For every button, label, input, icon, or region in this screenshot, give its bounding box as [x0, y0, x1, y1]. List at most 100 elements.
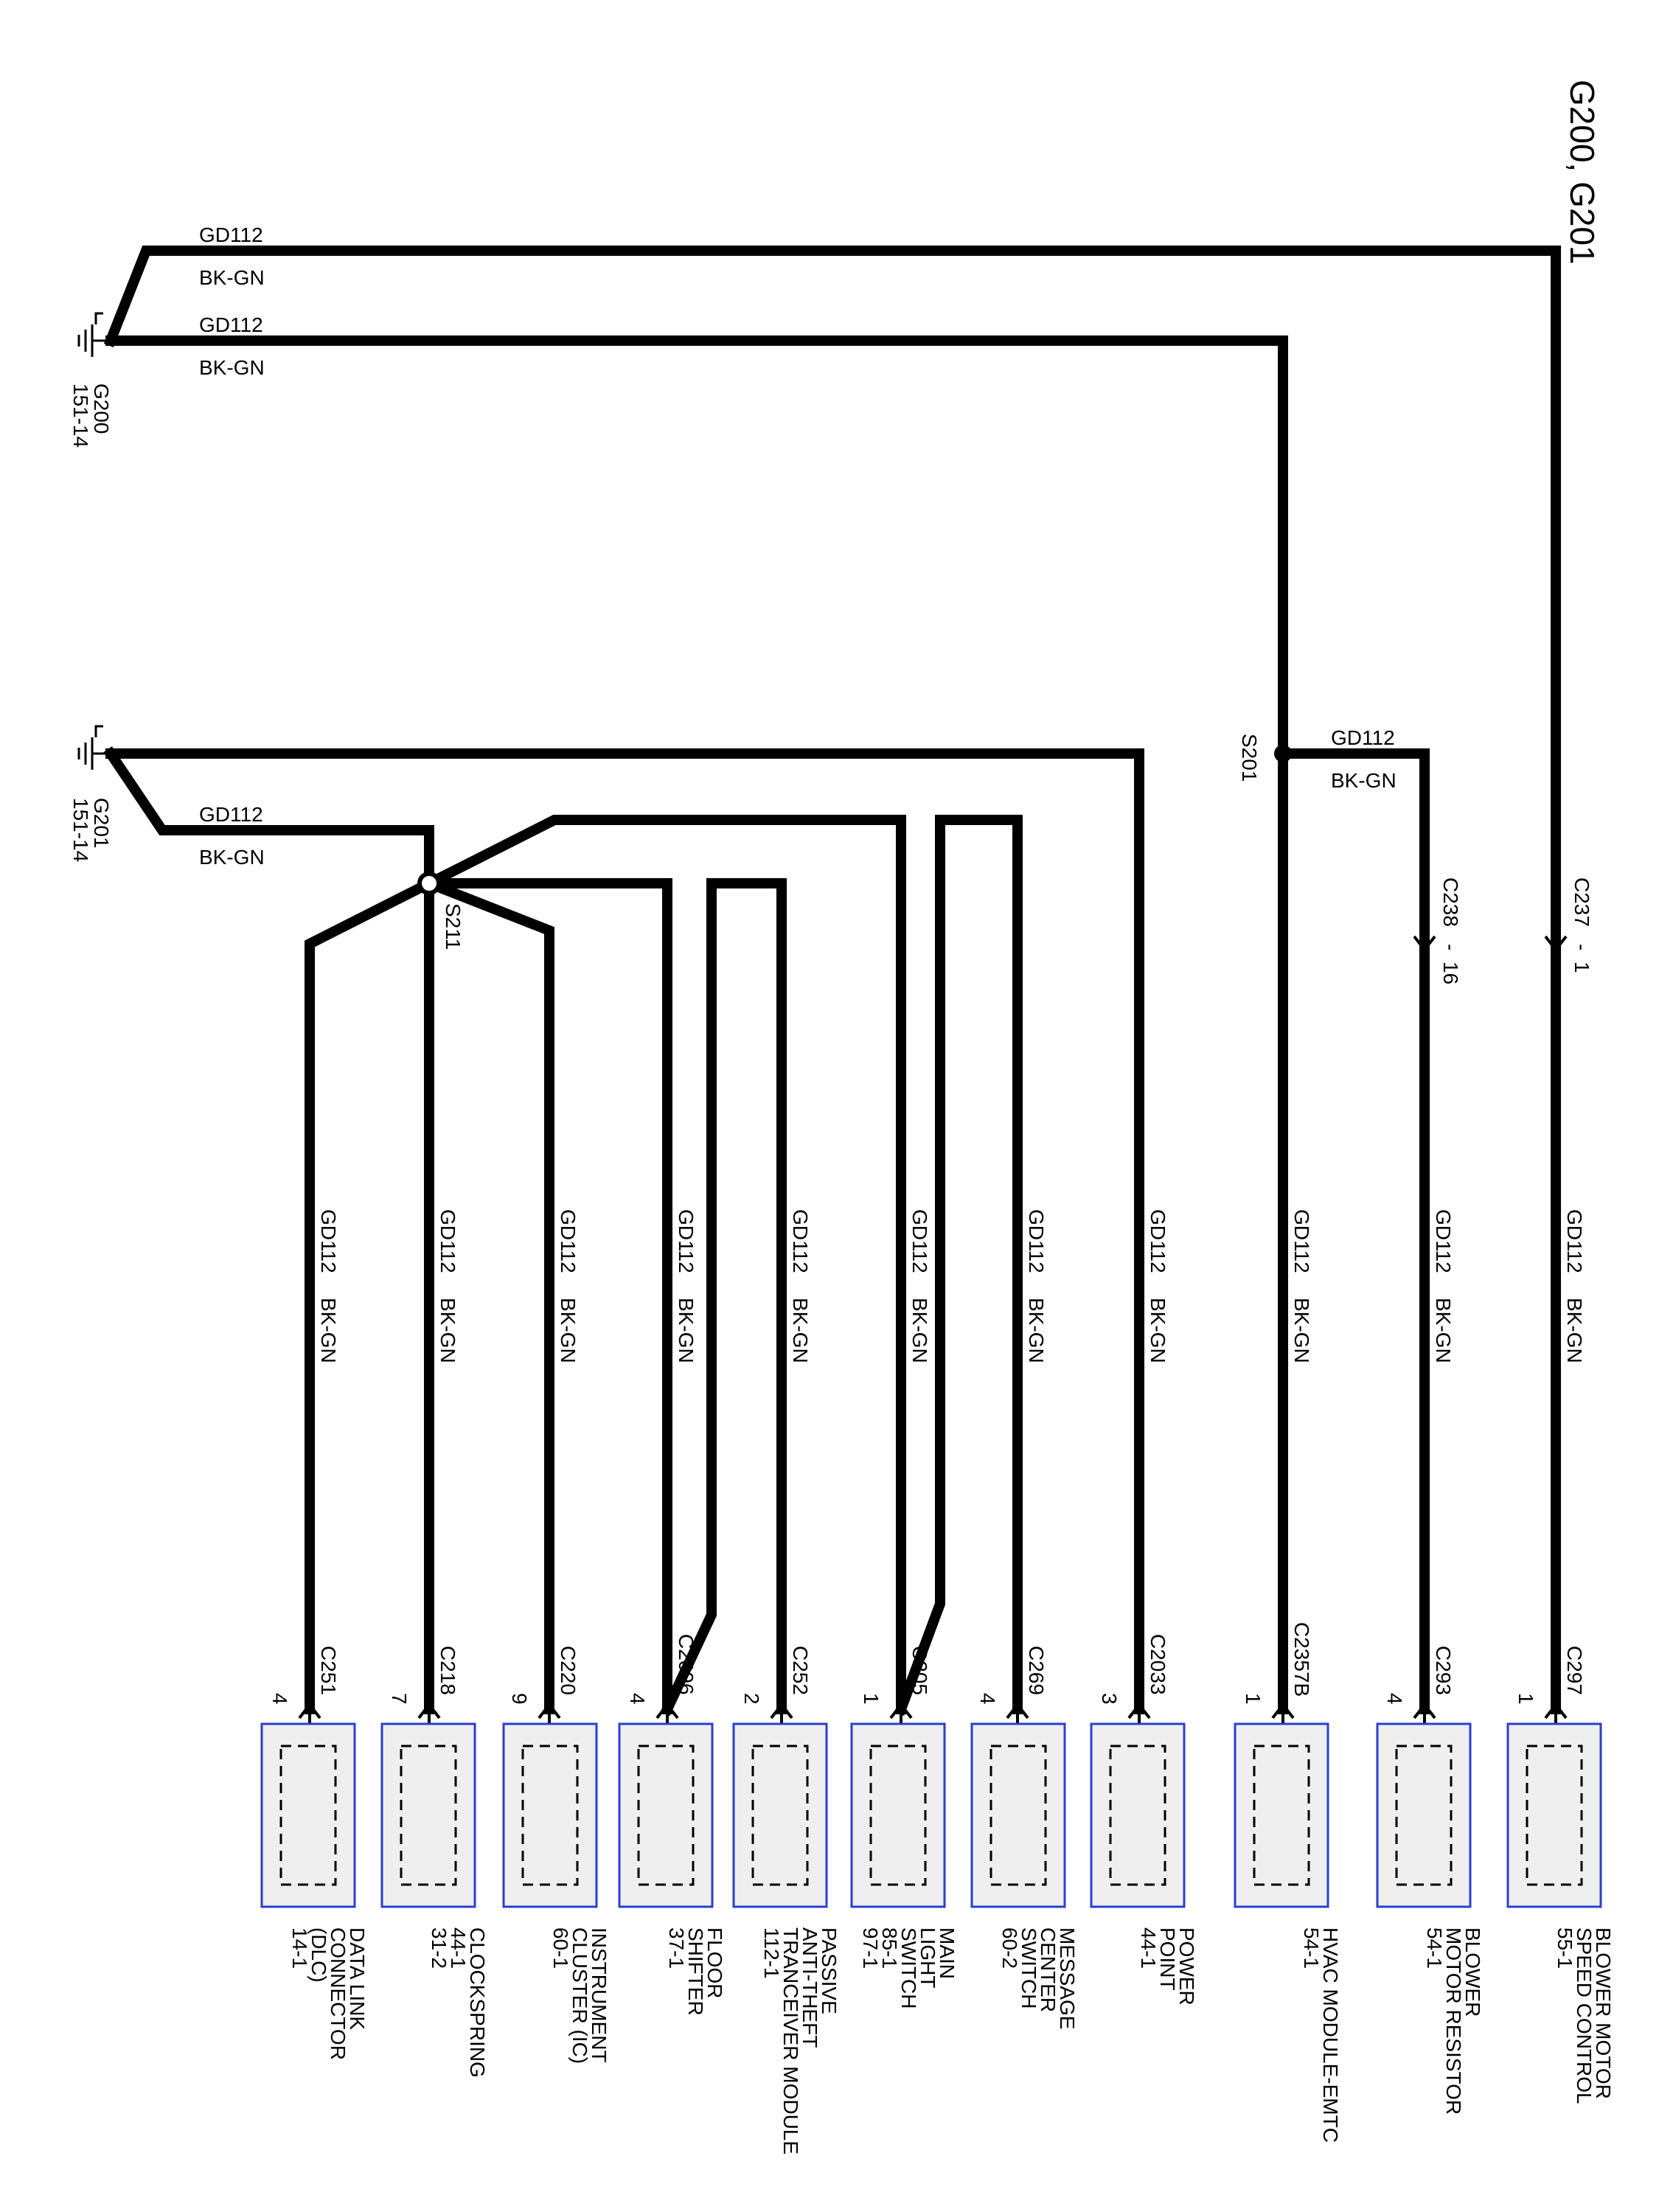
component-label-line: 14-1 — [288, 1927, 311, 1969]
connector-arrow-icon — [1271, 1702, 1295, 1719]
component-box — [850, 1722, 946, 1908]
wire-label-color: BK-GN — [1290, 1298, 1313, 1363]
inline-connector-c238-dash: - — [1439, 944, 1462, 950]
component-label-line: PASSIVE — [818, 1927, 841, 2014]
component-label-line: 31-2 — [428, 1927, 451, 1969]
component-label-line: 85-1 — [878, 1927, 901, 1969]
component-box-inner — [869, 1745, 927, 1886]
wire-label-circuit: GD112 — [557, 1209, 580, 1273]
component-label-line: MESSAGE — [1056, 1927, 1079, 2029]
connector-arrow-icon — [655, 1702, 679, 1719]
component-box-inner — [279, 1745, 337, 1886]
component-label-line: 60-2 — [998, 1927, 1021, 1969]
wire-label-color: BK-GN — [199, 266, 265, 289]
component-box-inner — [751, 1745, 809, 1886]
inline-connector-c237-id: C237 — [1571, 877, 1593, 927]
connector-arrow-icon — [770, 1702, 793, 1719]
wire-s211-c220 — [422, 876, 554, 1714]
wire-label-color: BK-GN — [1025, 1298, 1048, 1363]
component-label-line: LIGHT — [917, 1927, 939, 1988]
inline-connector-c238-pin: 16 — [1439, 961, 1462, 984]
connector-pin-number: 4 — [976, 1693, 999, 1705]
wire-c2096-c252 — [660, 878, 787, 1717]
wire-label-color: BK-GN — [1331, 769, 1397, 792]
component-label-line: FLOOR — [703, 1927, 726, 1998]
component-label-line: 55-1 — [1554, 1927, 1576, 1969]
wire-s211-c205 — [422, 815, 906, 1714]
component-box-inner — [1395, 1745, 1453, 1886]
inline-connector-c237: C237 - 1 — [1544, 877, 1593, 973]
component-box-inner — [400, 1745, 457, 1886]
wire-label-circuit: GD112 — [1290, 1209, 1313, 1273]
component-label-line: INSTRUMENT — [588, 1927, 611, 2063]
component-label-line: POWER — [1175, 1927, 1198, 2006]
component-label-line: 112-1 — [760, 1927, 783, 1979]
connector-arrow-icon — [1006, 1702, 1029, 1719]
connector-arrow-icon — [1127, 1702, 1151, 1719]
connector-id: C2357B — [1290, 1622, 1313, 1697]
wire-label-circuit: GD112 — [1432, 1209, 1455, 1273]
component-label-line: CENTER — [1037, 1927, 1060, 2012]
ground-g200-ref: 151-14 — [69, 383, 92, 448]
component-box-inner — [637, 1745, 695, 1886]
wire-s211-c2096-a — [424, 878, 672, 1714]
wire-label-circuit: GD112 — [199, 313, 263, 336]
connector-id: C2033 — [1147, 1634, 1169, 1695]
ground-g200-id: G200 — [90, 383, 113, 434]
wire-label-circuit: GD112 — [675, 1209, 698, 1273]
component-label-line: ANTI-THEFT — [799, 1927, 821, 2048]
wires — [103, 246, 1561, 1717]
component-label-line: TRANCEIVER MODULE — [779, 1927, 802, 2154]
wire-label-circuit: GD112 — [1025, 1209, 1048, 1273]
component-label-line: CONNECTOR — [327, 1927, 349, 2060]
component-label-line: 54-1 — [1300, 1927, 1323, 1969]
component-label-line: SWITCH — [897, 1927, 920, 2008]
diagram-title: G200, G201 — [1563, 80, 1601, 265]
component-box-inner — [1526, 1745, 1583, 1886]
connector-pin-number: 4 — [626, 1693, 649, 1705]
component-label-line: 60-1 — [549, 1927, 572, 1969]
wire-s201-c293 — [1278, 748, 1430, 1714]
wire-label-color: BK-GN — [557, 1298, 580, 1363]
splice-s201-dot — [1274, 745, 1292, 762]
wire-label-circuit: GD112 — [199, 803, 263, 826]
connector-id: C220 — [557, 1646, 580, 1695]
connector-id: C251 — [317, 1646, 340, 1695]
wire-label-color: BK-GN — [908, 1298, 931, 1363]
connector-pin-number: 3 — [1098, 1693, 1121, 1705]
component-label-line: POINT — [1156, 1927, 1179, 1991]
connector-arrow-icon — [538, 1702, 561, 1719]
connector-arrow-icon — [1544, 1702, 1568, 1719]
component-box — [618, 1722, 714, 1908]
connector-arrow-icon — [889, 1702, 913, 1719]
component-label-line: SHIFTER — [684, 1927, 707, 2016]
wire-label-color: BK-GN — [1432, 1298, 1455, 1363]
inline-connector-c238: C238 - 16 — [1413, 877, 1462, 984]
connector-pin-number: 1 — [1514, 1693, 1537, 1705]
wire-g201-s211 — [103, 746, 434, 888]
inline-connector-c238-id: C238 — [1439, 877, 1462, 927]
wire-label-color: BK-GN — [437, 1298, 459, 1363]
splice-s201-label: S201 — [1238, 734, 1261, 782]
component-box — [1090, 1722, 1186, 1908]
ground-g201-ref: 151-14 — [69, 798, 92, 862]
component-label-line: MOTOR RESISTOR — [1442, 1927, 1465, 2115]
connector-arrow-icon — [1413, 1702, 1436, 1719]
component-box-inner — [990, 1745, 1047, 1886]
wire-c205-c269 — [894, 815, 1023, 1716]
wire-label-color: BK-GN — [317, 1298, 340, 1363]
component-box — [380, 1722, 476, 1908]
wire-label-color: BK-GN — [199, 356, 265, 379]
component-label-line: 37-1 — [665, 1927, 688, 1969]
wire-label-circuit: GD112 — [199, 223, 263, 246]
connector-id: C205 — [908, 1646, 931, 1695]
component-box — [260, 1722, 356, 1908]
wire-label-color: BK-GN — [789, 1298, 812, 1363]
